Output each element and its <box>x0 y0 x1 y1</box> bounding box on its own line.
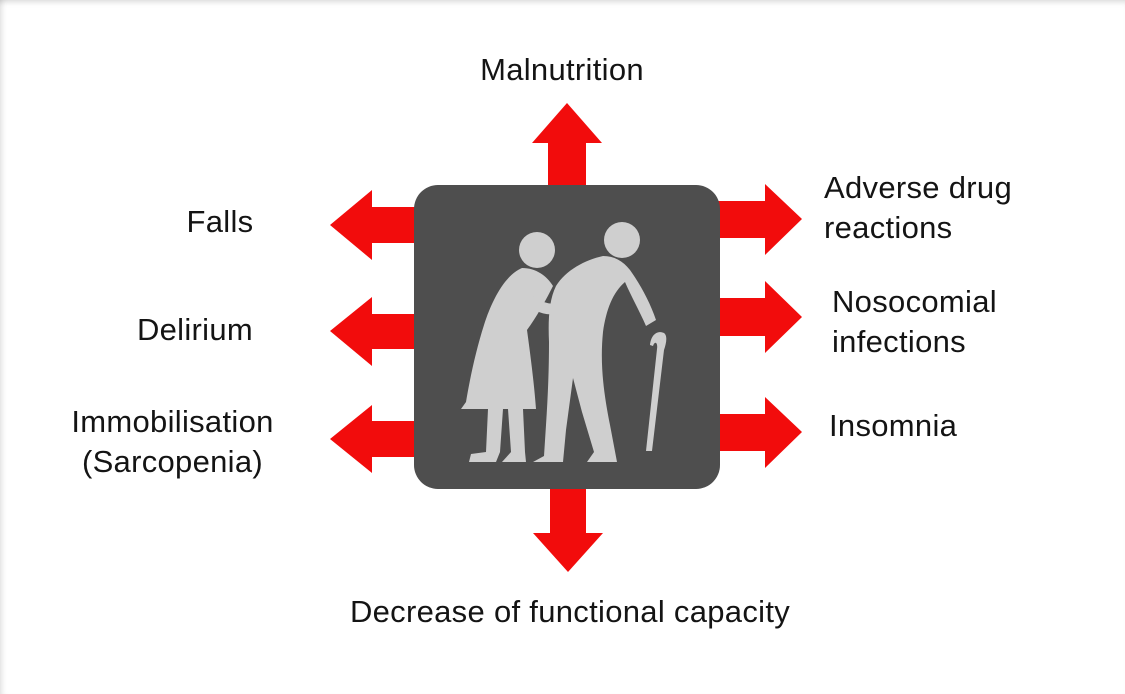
label-malnutrition: Malnutrition <box>480 52 644 87</box>
arrow-right-insomnia <box>715 397 802 468</box>
label-decrease-of-functional-capacity: Decrease of functional capacity <box>349 594 791 629</box>
arrow-left-falls <box>330 190 418 260</box>
label-delirium: Delirium <box>136 312 254 347</box>
label-nosocomial-infections: Nosocomial infections <box>832 284 997 359</box>
label-falls: Falls <box>186 204 254 239</box>
arrow-left-immobilisation <box>330 405 418 473</box>
arrow-up <box>532 103 602 190</box>
arrow-right-nosocomial-infections <box>715 281 802 353</box>
arrow-right-adverse-drug-reactions <box>715 184 802 255</box>
arrow-left-delirium <box>330 297 418 366</box>
label-adverse-drug-reactions: Adverse drug reactions <box>824 170 1012 245</box>
label-immobilisation-sarcopenia: Immobilisation (Sarcopenia) <box>71 404 274 479</box>
label-insomnia: Insomnia <box>829 408 958 443</box>
arrows-group <box>330 103 802 572</box>
arrow-down <box>533 485 603 572</box>
elderly-couple-with-cane-icon <box>461 222 667 462</box>
